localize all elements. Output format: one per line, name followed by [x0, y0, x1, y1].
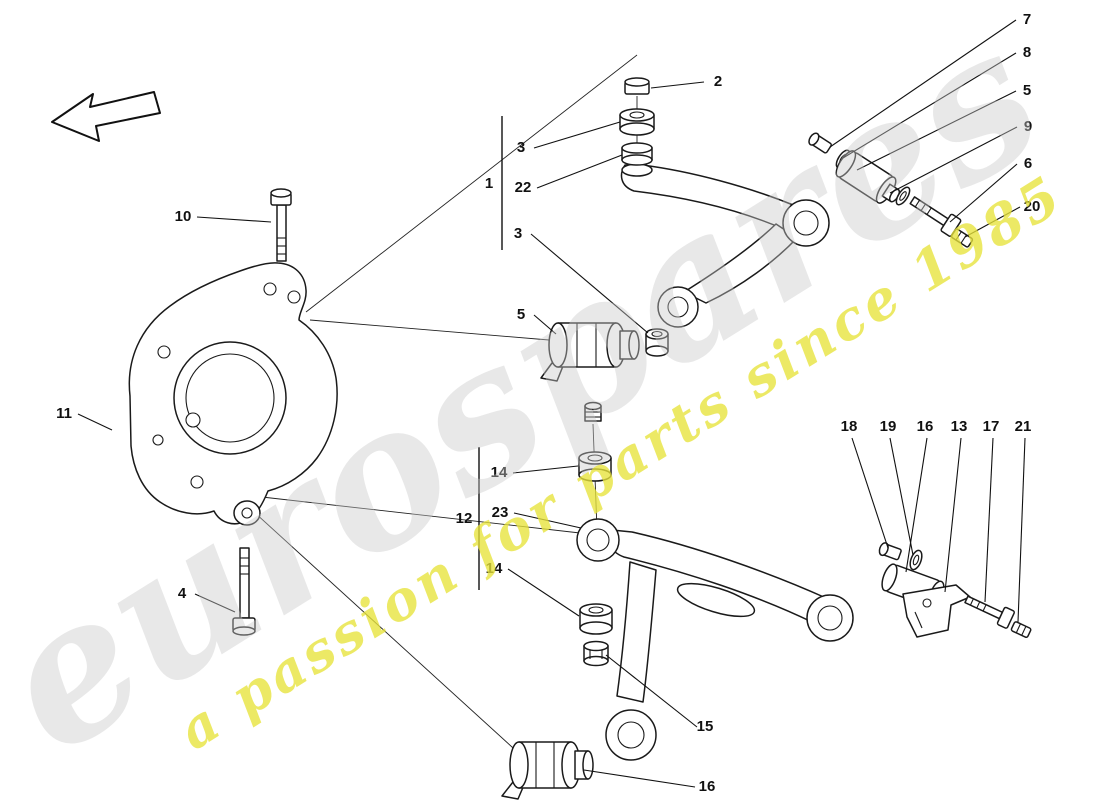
group-brackets — [478, 116, 503, 590]
callout-5-top-right: 5 — [1023, 82, 1031, 99]
washer-19-drawing — [909, 549, 923, 571]
callout-5-center: 5 — [517, 306, 525, 323]
callout-23: 23 — [492, 504, 509, 521]
callout-14-upper: 14 — [491, 464, 508, 481]
callout-16-bottom: 16 — [699, 778, 716, 795]
direction-arrow-icon — [51, 91, 161, 142]
bushing-14-upper-drawing — [578, 451, 612, 482]
callout-21: 21 — [1015, 418, 1032, 435]
callout-4: 4 — [178, 585, 187, 602]
steering-knuckle-drawing — [128, 262, 338, 526]
callout-3-upper: 3 — [517, 139, 525, 156]
callout-19: 19 — [880, 418, 897, 435]
callout-16-right: 16 — [917, 418, 934, 435]
nut-15-drawing — [583, 640, 609, 667]
callout-18: 18 — [841, 418, 858, 435]
stud-20-drawing — [950, 228, 974, 248]
callout-2: 2 — [714, 73, 722, 90]
washer-9-drawing — [895, 186, 911, 206]
bushing-16-bottom-drawing — [501, 741, 594, 800]
stud-21-drawing — [1010, 621, 1032, 639]
callout-15: 15 — [697, 718, 714, 735]
callout-6: 6 — [1024, 155, 1032, 172]
callout-20: 20 — [1024, 198, 1041, 215]
bolt-4-drawing — [232, 547, 256, 636]
callout-labels: 7 8 5 9 6 20 2 3 1 22 3 10 5 11 14 12 23… — [56, 11, 1040, 795]
upper-wishbone-drawing — [620, 163, 830, 328]
lower-wishbone-drawing — [576, 518, 854, 761]
callout-22: 22 — [515, 179, 532, 196]
bolt-10-drawing — [270, 188, 292, 262]
callout-10: 10 — [175, 208, 192, 225]
bolt-18-drawing — [878, 542, 902, 561]
upper-arm-nut-2 — [624, 77, 650, 95]
callout-1: 1 — [485, 175, 493, 192]
callout-9: 9 — [1024, 118, 1032, 135]
upper-arm-bushing-3-top — [619, 108, 655, 136]
callout-3-lower: 3 — [514, 225, 522, 242]
bolt-17-drawing — [964, 595, 1015, 629]
callout-11: 11 — [56, 405, 72, 422]
bushing-3-lower-drawing — [645, 328, 669, 357]
callout-7: 7 — [1023, 11, 1031, 28]
stud-above-lower-arm — [584, 401, 602, 422]
bracket-13-drawing — [902, 584, 971, 638]
bushing-5-center-drawing — [540, 322, 640, 382]
upper-arm-bushing-22 — [621, 142, 653, 166]
callout-12: 12 — [456, 510, 473, 527]
callout-14-lower: 14 — [486, 560, 503, 577]
fitting-7-drawing — [808, 132, 832, 154]
bushing-14-lower-drawing — [579, 603, 613, 635]
callout-13: 13 — [951, 418, 968, 435]
bushing-5-top-right-drawing — [835, 150, 901, 204]
callout-8: 8 — [1023, 44, 1031, 61]
leader-lines — [77, 19, 1026, 788]
callout-17: 17 — [983, 418, 1000, 435]
